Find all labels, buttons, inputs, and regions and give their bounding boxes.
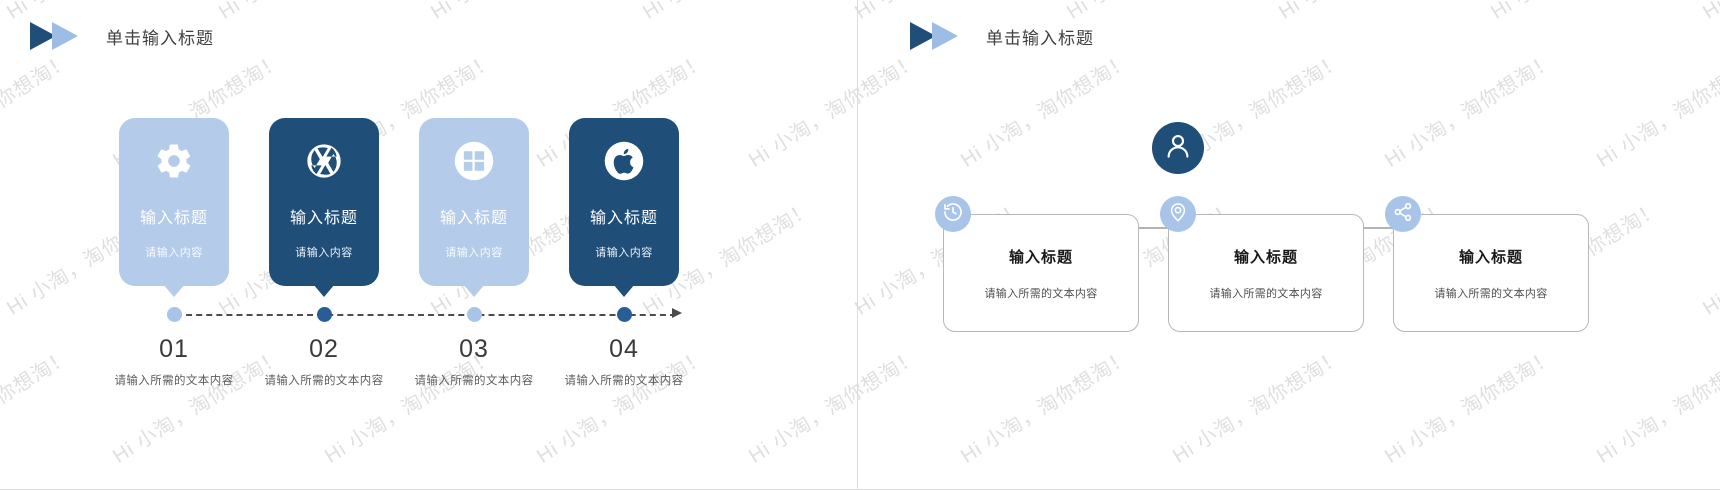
left-panel-title: 单击输入标题 xyxy=(106,28,214,48)
right-panel: 单击输入标题 输入标题请输入所需的文本内容输入标题请输入所需的文本内容输入标题请… xyxy=(858,0,1720,490)
timeline-step-number: 02 xyxy=(309,335,339,363)
left-panel-header: 单击输入标题 xyxy=(30,22,214,50)
location-pin-icon xyxy=(1167,201,1189,228)
tree-branch-card-3[interactable]: 输入标题请输入所需的文本内容 xyxy=(1393,214,1589,332)
panel-divider xyxy=(857,0,858,490)
bubble-card-1[interactable]: 输入标题请输入内容 xyxy=(119,118,229,297)
tree-card-title: 输入标题 xyxy=(1458,248,1523,266)
bubble-card-title: 输入标题 xyxy=(589,210,658,227)
timeline-dot-03[interactable] xyxy=(467,307,482,322)
timeline-step-caption: 请输入所需的文本内容 xyxy=(114,375,234,387)
apple-icon xyxy=(603,140,645,182)
bubble-card-title: 输入标题 xyxy=(139,210,208,227)
double-triangle-icon xyxy=(910,22,972,50)
gear-icon xyxy=(153,140,195,182)
timeline-dashed-line xyxy=(176,314,676,316)
timeline-step-caption: 请输入所需的文本内容 xyxy=(414,375,534,387)
timeline-step-caption: 请输入所需的文本内容 xyxy=(564,375,684,387)
tree-branch-node-1[interactable] xyxy=(935,196,971,232)
timeline-group: 01 请输入所需的文本内容 02 请输入所需的文本内容 03 请输入所需的文本内容 04 请输… xyxy=(0,0,858,490)
tree-card-subtitle: 请输入所需的文本内容 xyxy=(1434,287,1548,300)
tree-branch-card-2[interactable]: 输入标题请输入所需的文本内容 xyxy=(1168,214,1364,332)
org-tree-diagram: 输入标题请输入所需的文本内容输入标题请输入所需的文本内容输入标题请输入所需的文本… xyxy=(858,0,1720,490)
bubble-card-2[interactable]: 输入标题请输入内容 xyxy=(269,118,379,297)
bubble-card-group: 输入标题请输入内容输入标题请输入内容输入标题请输入内容输入标题请输入内容 xyxy=(0,0,858,490)
bubble-tail xyxy=(313,284,335,297)
bubble-card-subtitle: 请输入内容 xyxy=(295,247,353,259)
tree-card-title: 输入标题 xyxy=(1008,248,1073,266)
right-panel-header: 单击输入标题 xyxy=(910,22,1094,50)
person-icon xyxy=(1163,131,1193,166)
bubble-card-title: 输入标题 xyxy=(289,210,358,227)
history-clock-icon xyxy=(942,201,964,228)
timeline-step-caption: 请输入所需的文本内容 xyxy=(264,375,384,387)
left-panel: 单击输入标题 输入标题请输入内容输入标题请输入内容输入标题请输入内容输入标题请输… xyxy=(0,0,858,490)
bubble-card-subtitle: 请输入内容 xyxy=(145,247,203,259)
bubble-card-3[interactable]: 输入标题请输入内容 xyxy=(419,118,529,297)
share-nodes-icon xyxy=(1392,201,1414,228)
bubble-tail xyxy=(163,284,185,297)
tree-card-subtitle: 请输入所需的文本内容 xyxy=(984,287,1098,300)
timeline-step-number: 01 xyxy=(159,335,189,363)
timeline-dot-04[interactable] xyxy=(617,307,632,322)
right-panel-title: 单击输入标题 xyxy=(986,28,1094,48)
tree-branch-node-2[interactable] xyxy=(1160,196,1196,232)
bubble-tail xyxy=(463,284,485,297)
timeline-step-number: 04 xyxy=(609,335,639,363)
bubble-card-subtitle: 请输入内容 xyxy=(595,247,653,259)
tree-branch-node-3[interactable] xyxy=(1385,196,1421,232)
tree-root-node[interactable] xyxy=(1152,122,1204,174)
bubble-card-4[interactable]: 输入标题请输入内容 xyxy=(569,118,679,297)
timeline-dot-02[interactable] xyxy=(317,307,332,322)
timeline-arrow-icon xyxy=(672,308,682,318)
timeline-step-number: 03 xyxy=(459,335,489,363)
bubble-card-title: 输入标题 xyxy=(439,210,508,227)
tree-branch-card-1[interactable]: 输入标题请输入所需的文本内容 xyxy=(943,214,1139,332)
windows-icon xyxy=(453,140,495,182)
timeline-dot-01[interactable] xyxy=(167,307,182,322)
tree-card-title: 输入标题 xyxy=(1233,248,1298,266)
aperture-icon xyxy=(303,140,345,182)
bubble-tail xyxy=(613,284,635,297)
bubble-card-subtitle: 请输入内容 xyxy=(445,247,503,259)
double-triangle-icon xyxy=(30,22,92,50)
tree-card-subtitle: 请输入所需的文本内容 xyxy=(1209,287,1323,300)
